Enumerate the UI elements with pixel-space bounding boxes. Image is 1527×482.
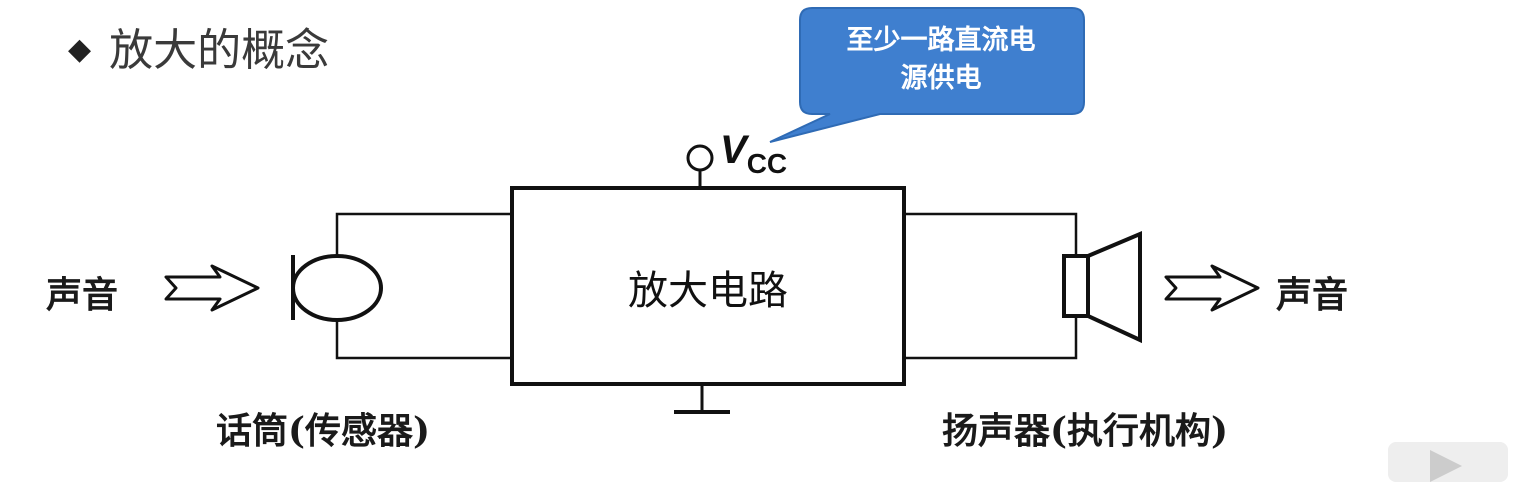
vcc-sub: CC [746,148,788,179]
speaker-caption: 扬声器(执行机构) [942,410,1229,452]
output-wire-top [904,212,1078,256]
vcc-label: VCC [720,128,787,180]
slide-title: ◆ 放大的概念 [68,14,329,78]
microphone-icon [291,254,383,322]
output-arrow-icon [1164,264,1260,312]
vcc-terminal-icon [686,144,714,172]
diamond-bullet-icon: ◆ [68,32,92,67]
microphone-caption: 话筒(传感器) [216,410,431,452]
play-icon[interactable] [1388,442,1508,482]
input-wire-bottom [335,318,512,360]
input-wire-top [335,212,512,258]
callout-bubble [769,7,1085,143]
output-sound-label: 声音 [1276,274,1349,316]
amplifier-label: 放大电路 [628,268,788,314]
speaker-icon [1062,230,1142,344]
vcc-main: V [720,128,747,172]
callout-line-2: 源供电 [900,63,982,94]
input-arrow-icon [164,264,260,312]
amplifier-box [510,186,906,386]
callout-line-1: 至少一路直流电 [846,25,1036,56]
output-wire-bottom [904,316,1078,360]
slide-title-text: 放大的概念 [109,25,330,76]
input-sound-label: 声音 [46,274,119,316]
callout-text: 至少一路直流电 源供电 [800,22,1082,98]
